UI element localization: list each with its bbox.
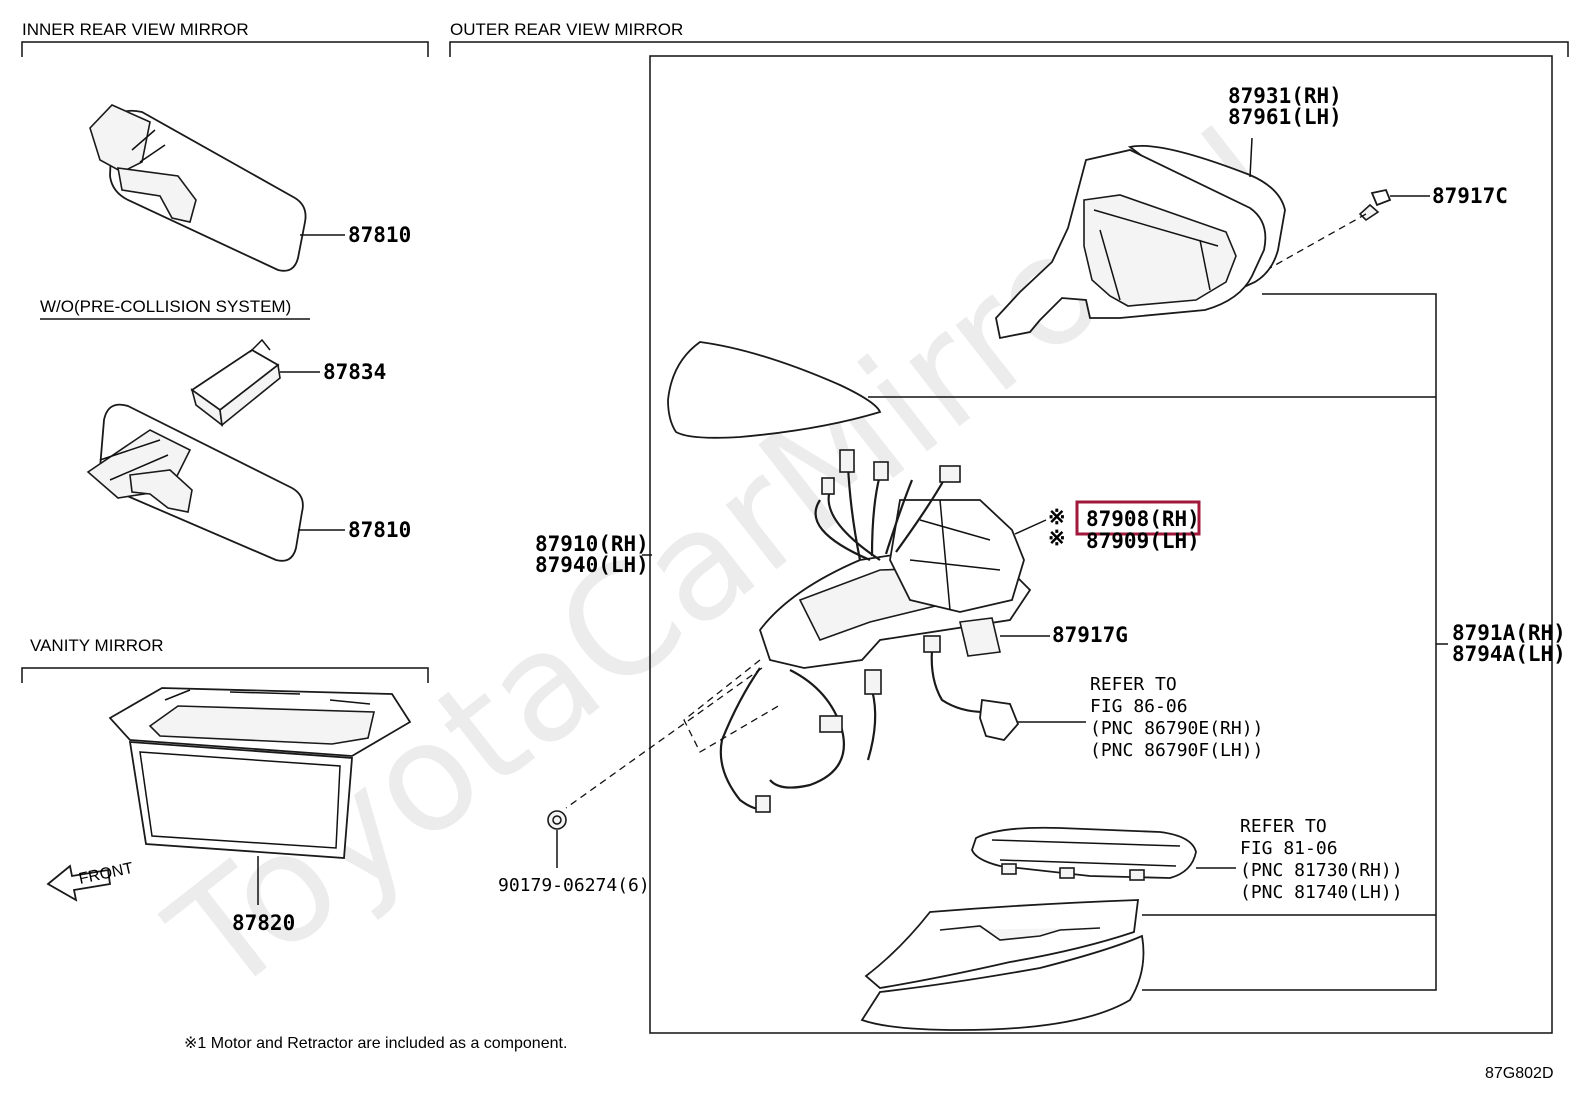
ref2-line-4: (PNC 81740(LH))	[1240, 882, 1403, 903]
part-87931-label: 87931(RH)	[1228, 84, 1342, 108]
dashed-line-87917c	[1269, 213, 1367, 269]
part-87908-highlight-box	[1075, 500, 1201, 536]
section-inner-bracket	[21, 41, 429, 57]
section-outer-title: OUTER REAR VIEW MIRROR	[450, 20, 683, 39]
mirror-housing-illustration	[995, 144, 1286, 340]
lower-cover-illustration	[860, 899, 1145, 1031]
leader-87908	[1014, 519, 1047, 535]
part-87834-label: 87834	[323, 360, 386, 384]
leader-87931	[1249, 137, 1253, 178]
section-vanity-title: VANITY MIRROR	[30, 636, 164, 655]
ref2-line-2: FIG 81-06	[1240, 838, 1338, 859]
note-mark-87909: ※	[1048, 526, 1066, 550]
dashed-line-90179	[565, 667, 763, 809]
ref1-line-1: REFER TO	[1090, 674, 1177, 695]
inner-mirror-bottom-illustration	[86, 403, 304, 562]
wire-harness-illustration	[719, 667, 882, 813]
screw-87917c-icon	[1358, 188, 1392, 222]
outer-mirror-frame	[649, 55, 1553, 1034]
nut-90179-icon	[547, 810, 567, 830]
part-87917g-label: 87917G	[1052, 623, 1128, 647]
footnote-text: ※1 Motor and Retractor are included as a…	[184, 1035, 567, 1052]
dashed-harness-guide	[683, 659, 781, 753]
refer-81-06-block: REFER TO FIG 81-06 (PNC 81730(RH)) (PNC …	[1240, 816, 1403, 903]
ref2-line-3: (PNC 81730(RH))	[1240, 860, 1403, 881]
part-87810-bottom-label: 87810	[348, 518, 411, 542]
ref2-line-1: REFER TO	[1240, 816, 1327, 837]
part-87810-top-label: 87810	[348, 223, 411, 247]
part-87910-label: 87910(RH)	[535, 532, 649, 556]
part-87820-label: 87820	[232, 911, 295, 935]
diagram-code: 87G802D	[1485, 1065, 1554, 1082]
part-8794a-label: 8794A(LH)	[1452, 642, 1566, 666]
part-8791a-label: 8791A(RH)	[1452, 621, 1566, 645]
bracket-8791a	[1142, 293, 1437, 991]
section-outer-bracket	[449, 41, 1569, 57]
part-87909-label: 87909(LH)	[1086, 529, 1200, 553]
turn-signal-lamp-illustration	[971, 826, 1197, 881]
section-without-pcs-title: W/O(PRE-COLLISION SYSTEM)	[40, 297, 291, 316]
section-inner-title: INNER REAR VIEW MIRROR	[22, 20, 249, 39]
mirror-motor-illustration	[758, 449, 1032, 669]
ref1-line-3: (PNC 86790E(RH))	[1090, 718, 1263, 739]
part-87908-label: 87908(RH)	[1086, 507, 1200, 531]
vanity-mirror-illustration	[108, 687, 412, 859]
note-mark-87908: ※	[1048, 505, 1066, 529]
part-87940-label: 87940(LH)	[535, 553, 649, 577]
part-87917c-label: 87917C	[1432, 184, 1508, 208]
mirror-glass-illustration	[667, 341, 882, 439]
ref1-line-4: (PNC 86790F(LH))	[1090, 740, 1263, 761]
section-vanity-bracket	[21, 667, 429, 683]
ref1-line-2: FIG 86-06	[1090, 696, 1188, 717]
part-90179-label: 90179-06274(6)	[498, 875, 650, 896]
camera-sensor-illustration	[923, 635, 1020, 741]
cover-87834-illustration	[190, 338, 281, 427]
front-arrow-icon	[46, 864, 112, 902]
pad-87917g-illustration	[959, 617, 1001, 657]
part-87961-label: 87961(LH)	[1228, 105, 1342, 129]
refer-86-06-block: REFER TO FIG 86-06 (PNC 86790E(RH)) (PNC…	[1090, 674, 1263, 761]
inner-mirror-top-illustration	[89, 104, 307, 272]
